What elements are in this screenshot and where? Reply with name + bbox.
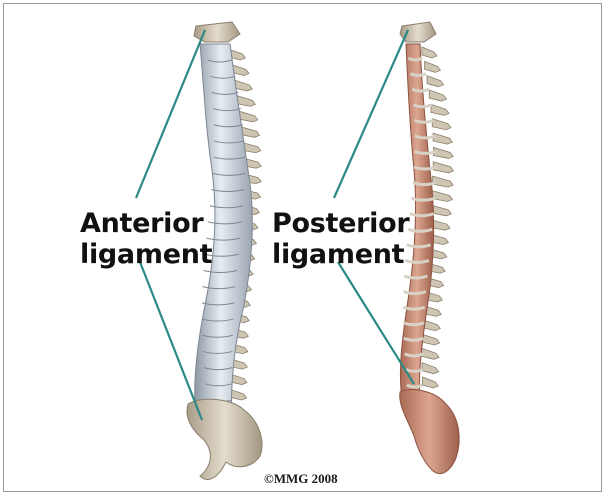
posterior-spine [400,22,459,474]
copyright-notice: ©MMG 2008 [264,471,338,487]
spinous-process [422,377,438,388]
anterior-label-line1: Anterior [80,208,200,239]
posterior-ligament-label: Posterior ligament [272,208,402,270]
anterior-ligament-label: Anterior ligament [80,208,200,270]
spinous-process [422,363,439,374]
spinous-process [422,348,439,359]
spinous-process [427,76,444,87]
posterior-label-line1: Posterior [272,208,402,239]
spinous-process [422,334,440,345]
spinous-process [433,133,452,144]
posterior-sacrum [400,390,459,474]
spinous-process [432,190,453,201]
spinous-process [431,104,449,115]
spinous-process [422,47,437,58]
spinous-process [425,61,441,72]
posterior-pointer-bottom [338,262,414,384]
spinous-process [429,90,446,101]
spinous-process [433,176,454,187]
spinous-process [432,119,451,130]
anterior-pointer-top [136,30,205,198]
posterior-atlas [400,22,436,42]
anterior-label-line2: ligament [80,239,200,270]
anterior-pointer-bottom [140,262,202,420]
posterior-pointer-top [334,30,408,198]
posterior-label-line2: ligament [272,239,402,270]
